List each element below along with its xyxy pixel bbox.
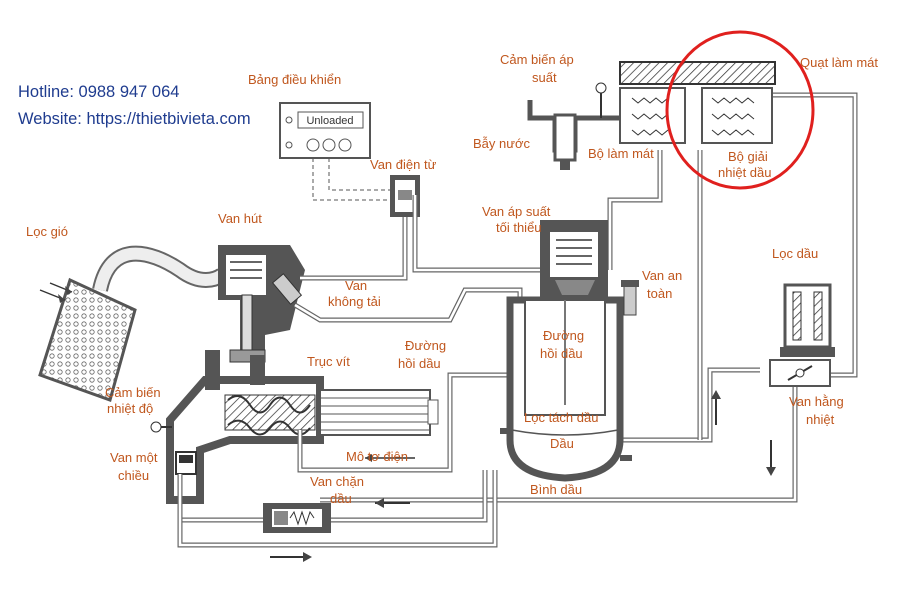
- thermostatic-valve: [769, 359, 831, 387]
- check-valve: [175, 451, 197, 475]
- label-oil-cooler-2: nhiệt dầu: [718, 165, 772, 180]
- temp-sensor: [150, 421, 172, 433]
- label-thermostatic-valve-1: Van hằng: [789, 394, 844, 409]
- label-oil-return-1: Đường: [543, 328, 584, 343]
- label-oil-return-2: hồi dầu: [540, 346, 583, 361]
- labels: Bảng điều khiển Cảm biến áp suất Quạt là…: [26, 52, 878, 506]
- screw-rotor: [319, 389, 439, 436]
- label-safety-valve-2: toàn: [647, 286, 672, 301]
- compressor-housing: [166, 350, 324, 504]
- label-temp-sensor-2: nhiệt độ: [107, 401, 153, 416]
- panel-display: Unloaded: [306, 115, 353, 127]
- oil-cooler: [701, 87, 773, 144]
- intake-pipe: [92, 245, 227, 292]
- oil-tank: [500, 296, 632, 482]
- label-unload-valve-1: Van: [345, 278, 367, 293]
- label-oil-stop-valve-2: dầu: [330, 491, 352, 506]
- safety-valve: [621, 280, 639, 316]
- label-oil-return-3: Đường: [405, 338, 446, 353]
- label-motor: Mô tơ điện: [346, 449, 408, 464]
- label-cooler: Bộ làm mát: [588, 146, 654, 161]
- label-control-panel: Bảng điều khiển: [248, 72, 341, 87]
- label-oil-cooler-1: Bộ giải: [728, 149, 768, 164]
- highlight-circle: [665, 30, 815, 190]
- cooling-fan: [619, 61, 776, 85]
- intake-valve: [218, 245, 305, 363]
- min-pressure-valve: [540, 220, 608, 300]
- oil-filter: [780, 283, 835, 357]
- label-thermostatic-valve-2: nhiệt: [806, 412, 835, 427]
- oil-stop-valve: [263, 503, 331, 533]
- label-temp-sensor-1: Cảm biến: [105, 385, 161, 400]
- label-oil-return-4: hồi dầu: [398, 356, 441, 371]
- water-trap: [527, 82, 620, 170]
- label-oil-filter: Lọc dầu: [772, 246, 818, 261]
- label-cooling-fan: Quạt làm mát: [800, 55, 878, 70]
- website-text: Website: https://thietbivieta.com: [18, 110, 251, 128]
- label-min-pressure-valve-2: tối thiểu: [496, 220, 542, 235]
- label-check-valve-2: chiều: [118, 468, 149, 483]
- air-filter: [38, 277, 137, 402]
- label-air-filter: Lọc gió: [26, 224, 68, 239]
- aftercooler: [619, 87, 686, 144]
- label-oil-tank: Bình dầu: [530, 482, 582, 497]
- label-screw: Trục vít: [307, 354, 350, 369]
- label-intake-valve: Van hút: [218, 211, 262, 226]
- label-water-trap: Bẫy nước: [473, 136, 530, 151]
- label-pressure-sensor-2: suất: [532, 70, 557, 85]
- flow-arrows: [270, 390, 776, 562]
- label-safety-valve-1: Van an: [642, 268, 682, 283]
- label-solenoid-valve: Van điện từ: [370, 157, 437, 172]
- label-check-valve-1: Van một: [110, 450, 158, 465]
- label-oil-stop-valve-1: Van chặn: [310, 474, 364, 489]
- hotline-text: Hotline: 0988 947 064: [18, 83, 180, 101]
- label-min-pressure-valve-1: Van áp suất: [482, 204, 551, 219]
- label-oil: Dầu: [550, 436, 574, 451]
- label-unload-valve-2: không tải: [328, 294, 381, 309]
- control-panel: Unloaded: [279, 102, 371, 159]
- label-oil-separator: Lọc tách dầu: [524, 410, 598, 425]
- label-pressure-sensor-1: Cảm biến áp: [500, 52, 574, 67]
